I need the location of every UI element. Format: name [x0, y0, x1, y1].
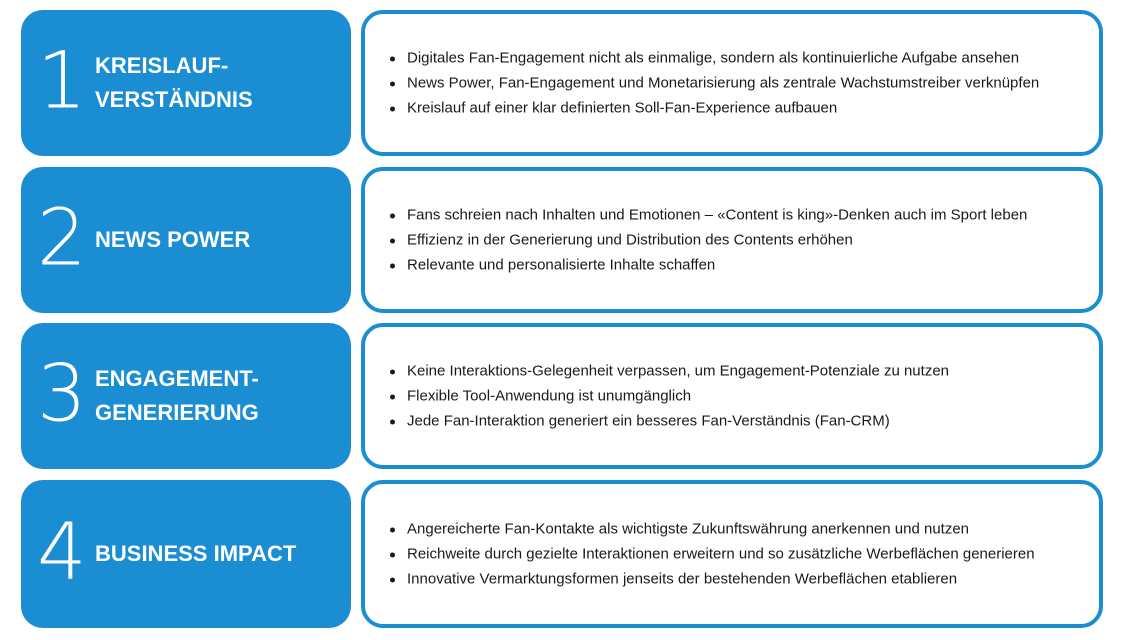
- row-2-title: NEWS POWER: [95, 227, 251, 252]
- bullet-item: Flexible Tool-Anwendung ist unumgänglich: [387, 384, 949, 409]
- row-1: 1 KREISLAUF- VERSTÄNDNIS Digitales Fan-E…: [0, 10, 1125, 158]
- row-2: 2 NEWS POWER Fans schreien nach Inhalten…: [0, 167, 1125, 315]
- row-3-heading-box: 3 ENGAGEMENT- GENERIERUNG: [21, 323, 351, 469]
- bullet-item: Keine Interaktions-Gelegenheit verpassen…: [387, 359, 949, 384]
- bullet-item: Relevante und personalisierte Inhalte sc…: [387, 253, 1027, 278]
- bullet-item: News Power, Fan-Engagement und Monetaris…: [387, 71, 1039, 96]
- row-2-heading-box: 2 NEWS POWER: [21, 167, 351, 313]
- row-2-bullet-list: Fans schreien nach Inhalten und Emotione…: [387, 203, 1027, 278]
- row-4-title: BUSINESS IMPACT: [95, 541, 297, 566]
- bullet-item: Jede Fan-Interaktion generiert ein besse…: [387, 409, 949, 434]
- bullet-item: Innovative Vermarktungsformen jenseits d…: [387, 567, 1035, 592]
- row-1-number: 1: [37, 36, 87, 127]
- row-3-number: 3: [37, 349, 87, 440]
- row-4: 4 BUSINESS IMPACT Angereicherte Fan-Kont…: [0, 480, 1125, 630]
- row-1-title: KREISLAUF- VERSTÄNDNIS: [95, 53, 253, 112]
- row-1-bullet-box: Digitales Fan-Engagement nicht als einma…: [361, 10, 1103, 156]
- bullet-item: Reichweite durch gezielte Interaktionen …: [387, 542, 1035, 567]
- bullet-item: Digitales Fan-Engagement nicht als einma…: [387, 46, 1039, 71]
- row-1-heading-box: 1 KREISLAUF- VERSTÄNDNIS: [21, 10, 351, 156]
- row-3-title: ENGAGEMENT- GENERIERUNG: [95, 366, 259, 425]
- row-4-heading-box: 4 BUSINESS IMPACT: [21, 480, 351, 628]
- row-1-bullet-list: Digitales Fan-Engagement nicht als einma…: [387, 46, 1039, 121]
- row-2-bullet-box: Fans schreien nach Inhalten und Emotione…: [361, 167, 1103, 313]
- row-4-bullet-list: Angereicherte Fan-Kontakte als wichtigst…: [387, 517, 1035, 592]
- row-2-number: 2: [37, 193, 87, 284]
- row-3-bullet-box: Keine Interaktions-Gelegenheit verpassen…: [361, 323, 1103, 469]
- bullet-item: Angereicherte Fan-Kontakte als wichtigst…: [387, 517, 1035, 542]
- bullet-item: Fans schreien nach Inhalten und Emotione…: [387, 203, 1027, 228]
- bullet-item: Effizienz in der Generierung und Distrib…: [387, 228, 1027, 253]
- bullet-item: Kreislauf auf einer klar definierten Sol…: [387, 96, 1039, 121]
- row-4-bullet-box: Angereicherte Fan-Kontakte als wichtigst…: [361, 480, 1103, 628]
- row-3-bullet-list: Keine Interaktions-Gelegenheit verpassen…: [387, 359, 949, 434]
- row-4-number: 4: [37, 507, 87, 598]
- row-3: 3 ENGAGEMENT- GENERIERUNG Keine Interakt…: [0, 323, 1125, 471]
